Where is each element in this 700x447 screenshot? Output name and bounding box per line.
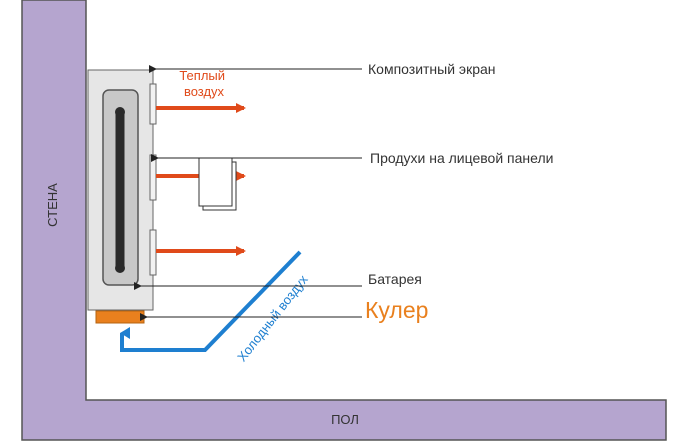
vent-top (149, 83, 157, 125)
vent-bottom (149, 229, 157, 276)
warm-air-label: Теплый воздух (179, 68, 228, 99)
vent-middle (149, 154, 157, 201)
vents-label: Продухи на лицевой панели (370, 150, 553, 166)
floor-label: ПОЛ (331, 412, 359, 427)
warm-air-label-line1: Теплый (179, 68, 225, 83)
wall-and-floor (21, 0, 667, 441)
document-icon (198, 157, 237, 211)
screen-label: Композитный экран (368, 61, 496, 77)
battery-label: Батарея (368, 271, 422, 287)
warm-air-label-line2: воздух (184, 84, 225, 99)
cold-air-path (120, 250, 302, 352)
cooler-label: Кулер (365, 297, 428, 323)
heater-cap-top (115, 107, 125, 117)
cooler (95, 310, 145, 324)
wall-label: СТЕНА (45, 183, 60, 227)
heater-cap-bottom (115, 263, 125, 273)
